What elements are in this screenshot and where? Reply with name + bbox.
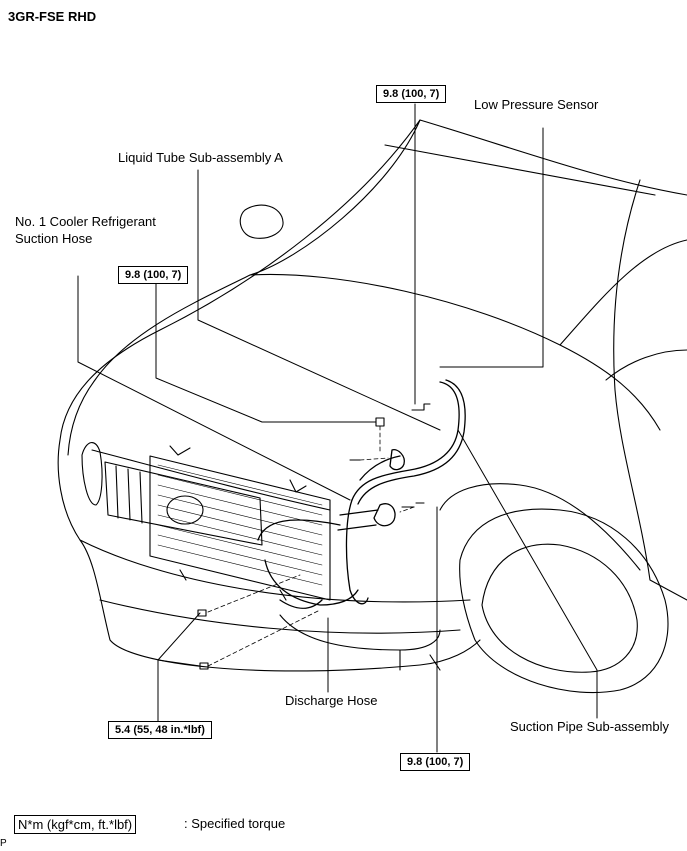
label-liquid-tube: Liquid Tube Sub-assembly A (118, 150, 283, 165)
corner-mark: P (0, 838, 7, 849)
grille (104, 461, 263, 546)
condenser (149, 445, 331, 601)
refrigerant-lines (257, 379, 466, 609)
legend-text: : Specified torque (184, 816, 286, 831)
label-discharge-hose: Discharge Hose (285, 693, 378, 708)
page-title: 3GR-FSE RHD (8, 9, 97, 24)
label-suction-hose-line1: No. 1 Cooler Refrigerant (15, 214, 156, 229)
torque-box-bottom-left: 5.4 (55, 48 in.*lbf) (108, 721, 212, 739)
label-suction-hose-line2: Suction Hose (15, 231, 93, 246)
torque-box-top: 9.8 (100, 7) (376, 85, 447, 103)
legend-torque-unit: N*m (kgf*cm, ft.*lbf) (14, 815, 137, 834)
label-suction-pipe: Suction Pipe Sub-assembly (510, 719, 669, 734)
torque-box-left: 9.8 (100, 7) (118, 266, 189, 284)
torque-box-bottom-right: 9.8 (100, 7) (400, 753, 471, 771)
bolts (197, 403, 431, 670)
label-low-pressure-sensor: Low Pressure Sensor (474, 97, 599, 112)
car-body-outline (57, 119, 687, 694)
mounting-guides (207, 425, 415, 667)
leader-lines (77, 103, 598, 753)
